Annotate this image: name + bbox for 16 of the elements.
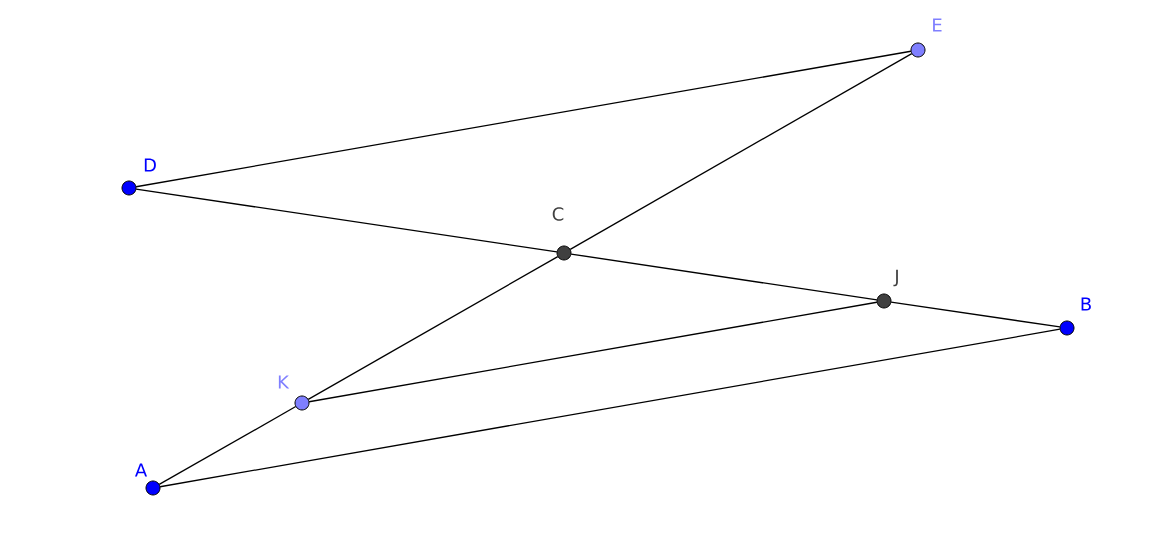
line-segment: [570, 253, 878, 301]
line-segment: [135, 50, 912, 188]
line-segment: [159, 328, 1061, 488]
point-label: C: [552, 207, 564, 221]
point-label: D: [144, 158, 156, 172]
point-label: B: [1081, 297, 1091, 311]
line-segment: [307, 255, 559, 401]
line-segment: [158, 405, 297, 486]
line-segment: [308, 301, 878, 403]
line-segment: [569, 52, 913, 251]
point-label: A: [135, 463, 147, 477]
line-segment: [890, 301, 1061, 328]
point-label: E: [933, 18, 942, 32]
point-label: K: [278, 375, 290, 389]
line-segment: [135, 188, 558, 253]
point-label: J: [893, 269, 898, 287]
